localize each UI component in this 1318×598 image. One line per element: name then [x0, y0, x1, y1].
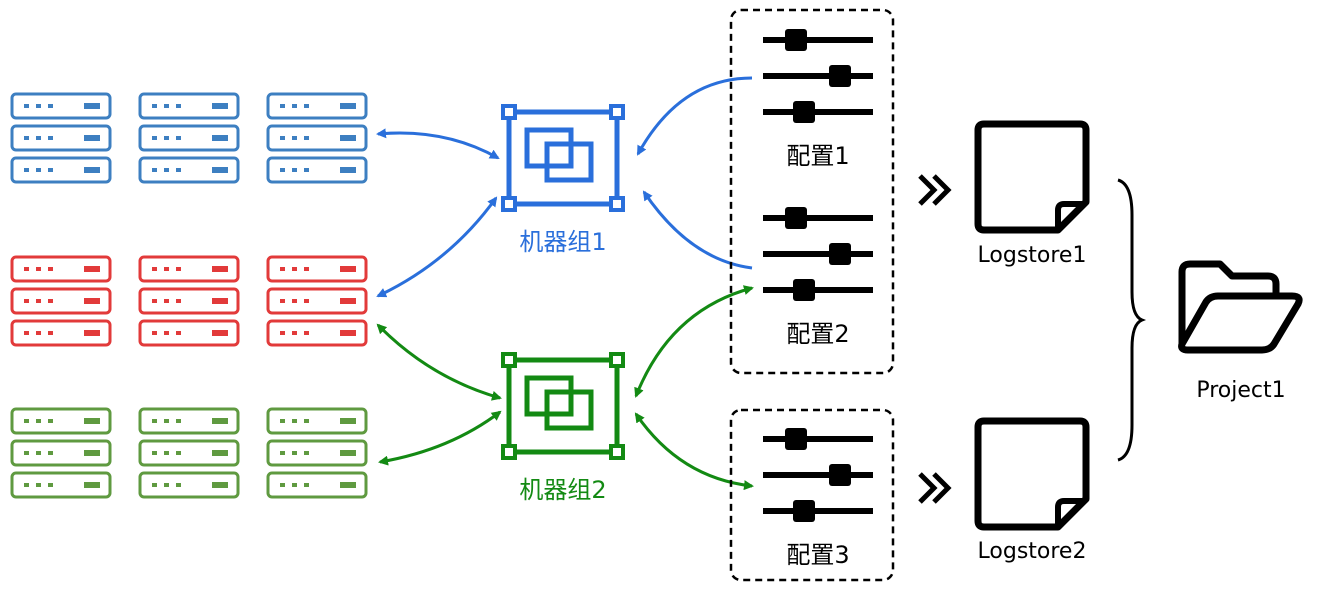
- machine-group-icon: [503, 106, 623, 210]
- grouping-brace: [1117, 178, 1147, 462]
- arrow-group2-config2: [634, 285, 754, 398]
- arrow-red-servers-group2: [376, 323, 502, 401]
- machine-group-1: 机器组1: [503, 106, 623, 256]
- server-rack-icon: [266, 255, 368, 347]
- arrow-config1-group1: [636, 76, 753, 156]
- config-2-label: 配置2: [786, 320, 849, 348]
- folder-open-icon: [1178, 260, 1303, 354]
- server-rack-icon: [266, 407, 368, 499]
- project-label: Project1: [1196, 378, 1285, 403]
- double-chevron-icon: [920, 176, 948, 204]
- server-rack-icon: [138, 407, 240, 499]
- server-rack-icon: [10, 92, 112, 184]
- arrow-green-servers-group2: [378, 410, 502, 466]
- document-icon: [978, 124, 1086, 230]
- machine-group-2: 机器组2: [503, 354, 623, 504]
- arrow-blue-servers-group1: [376, 128, 500, 160]
- machine-group-1-label: 机器组1: [519, 228, 606, 256]
- config-box-1-2: [729, 8, 895, 375]
- config-box-3: [729, 408, 895, 582]
- server-rack-icon: [138, 92, 240, 184]
- sliders-icon: [763, 207, 873, 301]
- arrow-red-servers-group1: [376, 196, 498, 298]
- document-icon: [978, 421, 1086, 527]
- config-3-label: 配置3: [786, 541, 849, 569]
- server-group-blue: [10, 92, 368, 184]
- server-group-green: [10, 407, 368, 499]
- server-rack-icon: [10, 407, 112, 499]
- server-group-red: [10, 255, 368, 347]
- machine-group-2-label: 机器组2: [519, 476, 606, 504]
- arrow-group2-config3: [634, 412, 754, 491]
- green-connectors: [376, 285, 754, 491]
- server-rack-icon: [266, 92, 368, 184]
- arrow-config2-group1: [642, 190, 753, 270]
- sliders-icon: [763, 428, 873, 522]
- machine-group-icon: [503, 354, 623, 458]
- blue-connectors: [376, 76, 753, 298]
- config-1-label: 配置1: [786, 142, 849, 170]
- server-rack-icon: [138, 255, 240, 347]
- server-rack-icon: [10, 255, 112, 347]
- logstore-1-label: Logstore1: [978, 243, 1087, 268]
- sliders-icon: [763, 29, 873, 123]
- double-chevron-icon: [920, 474, 948, 502]
- logstore-2-label: Logstore2: [978, 539, 1087, 564]
